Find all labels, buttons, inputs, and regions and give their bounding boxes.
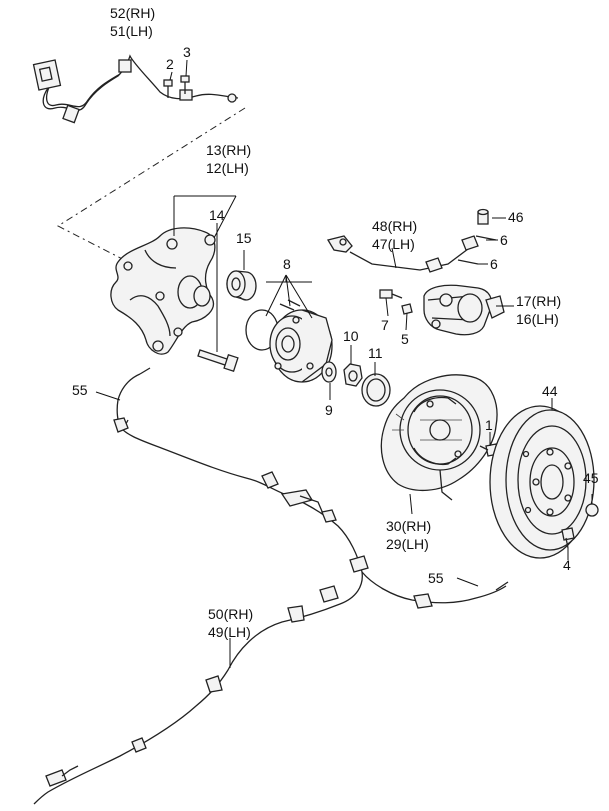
label-cable-55-upper: 55: [72, 382, 88, 398]
clip-6-lower: [457, 259, 479, 265]
label-bolt-3: 3: [183, 44, 191, 60]
label-sensor-rh: 52(RH): [110, 5, 156, 21]
backing-plate-assembly: [380, 374, 498, 501]
label-nut-10: 10: [343, 328, 359, 344]
label-parking-cable-lh: 49(LH): [208, 624, 251, 640]
label-cable-55-lower: 55: [428, 570, 444, 586]
label-washer-9: 9: [325, 402, 333, 418]
label-backing-plate-rh: 30(RH): [386, 518, 432, 534]
label-screw-1: 1: [485, 417, 493, 433]
wheel-speed-sensor: [32, 54, 239, 124]
sensor-bolt-2: [163, 71, 173, 98]
plug-45: [585, 503, 599, 517]
label-bolt-2: 2: [166, 56, 174, 72]
label-cap-11: 11: [368, 345, 383, 361]
hub-cap-11: [361, 373, 391, 407]
clip-6-upper: [475, 235, 497, 241]
label-disc-44: 44: [542, 383, 558, 399]
brake-disc: [489, 405, 595, 559]
label-hub-8: 8: [283, 256, 291, 272]
label-sensor-lh: 51(LH): [110, 23, 153, 39]
hub-bearing-8: [245, 299, 333, 383]
label-bolt-7: 7: [381, 317, 389, 333]
bushing-15: [226, 270, 257, 301]
label-plug-45: 45: [583, 470, 599, 486]
label-knuckle-lh: 12(LH): [206, 160, 249, 176]
bleeder-screw-5: [401, 303, 413, 315]
bleeder-cap-46: [477, 208, 489, 225]
label-bolt-14: 14: [209, 207, 225, 223]
screw-4: [561, 527, 575, 549]
knuckle-bolt-14: [197, 349, 239, 373]
washer-9: [321, 361, 337, 383]
label-bushing-15: 15: [236, 230, 252, 246]
brake-hose: [326, 235, 479, 273]
label-bleeder-5: 5: [401, 331, 409, 347]
label-caliper-rh: 17(RH): [516, 293, 562, 309]
rear-knuckle: [110, 227, 216, 355]
parking-brake-cable: [33, 367, 509, 805]
label-hose-lh: 47(LH): [372, 236, 415, 252]
label-screw-4: 4: [563, 557, 571, 573]
label-parking-cable-rh: 50(RH): [208, 606, 254, 622]
hub-nut-10: [343, 363, 363, 387]
label-clip-6-lower: 6: [490, 256, 498, 272]
sensor-bolt-3: [180, 59, 190, 94]
label-hose-rh: 48(RH): [372, 218, 418, 234]
label-backing-plate-lh: 29(LH): [386, 536, 429, 552]
label-cap-46: 46: [508, 209, 524, 225]
label-knuckle-rh: 13(RH): [206, 142, 252, 158]
label-caliper-lh: 16(LH): [516, 311, 559, 327]
caliper-bolt-7: [379, 289, 403, 299]
brake-caliper: [423, 284, 505, 336]
label-clip-6-upper: 6: [500, 232, 508, 248]
